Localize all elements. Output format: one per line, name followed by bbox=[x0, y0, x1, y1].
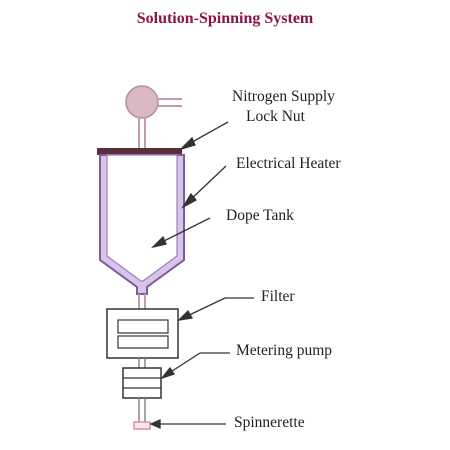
tank-interior bbox=[106, 154, 178, 282]
label-lock-nut: Lock Nut bbox=[246, 108, 305, 125]
label-spinnerette: Spinnerette bbox=[234, 414, 305, 431]
diagram-title: Solution-Spinning System bbox=[136, 10, 314, 27]
label-electrical-heater: Electrical Heater bbox=[236, 155, 341, 172]
filter-element-top bbox=[117, 319, 169, 334]
label-dope-tank: Dope Tank bbox=[226, 207, 294, 224]
spinnerette-nozzle bbox=[133, 421, 151, 430]
dope-tank bbox=[99, 154, 185, 295]
label-filter: Filter bbox=[261, 288, 295, 305]
metering-pump bbox=[122, 367, 162, 399]
pressure-gauge-icon bbox=[125, 85, 159, 119]
label-nitrogen-supply: Nitrogen Supply bbox=[232, 88, 335, 105]
pump-body bbox=[122, 367, 162, 399]
lock-nut bbox=[97, 148, 182, 155]
filter-unit bbox=[106, 308, 179, 359]
filter-element-bottom bbox=[117, 335, 169, 349]
arrow-dope-tank bbox=[157, 217, 211, 245]
label-metering-pump: Metering pump bbox=[236, 342, 332, 359]
nitrogen-supply-gauge bbox=[125, 85, 182, 148]
